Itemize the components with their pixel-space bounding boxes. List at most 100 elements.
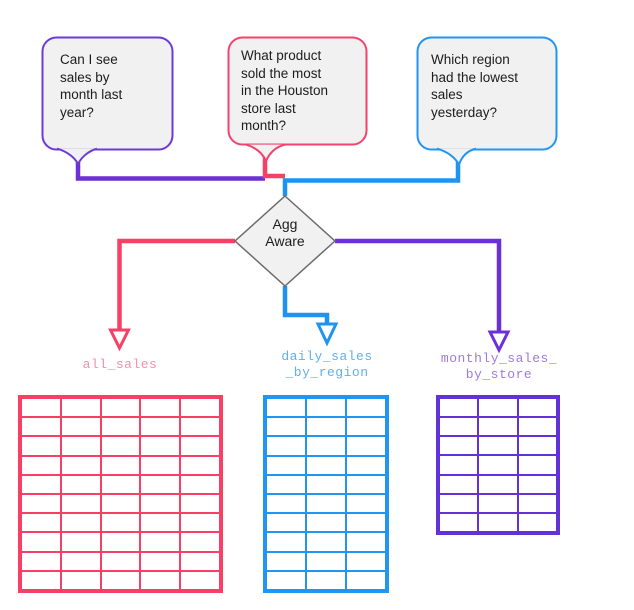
table-cell <box>306 551 346 571</box>
table-label-daily-sales-by-region: daily_sales _by_region <box>281 349 373 380</box>
table-cell <box>21 513 61 533</box>
table-cell <box>60 532 101 552</box>
table-cell <box>346 570 386 590</box>
table-cell <box>478 474 518 494</box>
table-cell <box>306 494 346 514</box>
table-cell <box>478 417 518 437</box>
table-cell <box>439 436 479 456</box>
table-cell <box>266 474 306 494</box>
table-cell <box>140 398 181 418</box>
arrowhead-allsales-icon <box>108 328 131 352</box>
table-cell <box>478 398 518 418</box>
table-cell <box>346 436 386 456</box>
table-cell <box>517 512 557 532</box>
arrowhead-dailysales-icon <box>315 322 339 347</box>
table-cell <box>60 436 101 456</box>
table-cell <box>439 455 479 475</box>
table-cell <box>100 513 141 533</box>
speech-bubble-question2-tail <box>245 143 286 164</box>
table-cell <box>100 494 141 514</box>
table-cell <box>478 455 518 475</box>
connector-question1-line <box>75 160 265 181</box>
table-cell <box>439 474 479 494</box>
table-cell <box>180 570 220 590</box>
table-cell <box>306 436 346 456</box>
table-cell <box>180 455 220 475</box>
table-cell <box>21 398 61 418</box>
table-cell <box>100 474 141 494</box>
table-cell <box>100 436 141 456</box>
table-cell <box>60 494 101 514</box>
table-cell <box>60 551 101 571</box>
table-cell <box>266 455 306 475</box>
table-cell <box>21 455 61 475</box>
table-cell <box>346 455 386 475</box>
speech-bubble-question2 <box>227 36 368 146</box>
table-cell <box>100 398 141 418</box>
table-cell <box>306 474 346 494</box>
table-cell <box>180 532 220 552</box>
table-cell <box>140 532 181 552</box>
arrowhead-monthlysales-icon <box>487 330 511 354</box>
table-cell <box>21 417 61 437</box>
table-cell <box>100 532 141 552</box>
question1-text: Can I see sales by month last year? <box>60 52 123 120</box>
speech-bubble-question3 <box>416 36 558 151</box>
table-cell <box>140 513 181 533</box>
table-cell <box>180 417 220 437</box>
table-cell <box>517 398 557 418</box>
table-cell <box>517 436 557 456</box>
table-cell <box>266 436 306 456</box>
decision-diamond <box>233 194 337 288</box>
table-cell <box>478 493 518 513</box>
table-cell <box>180 513 220 533</box>
speech-bubble-question1-tail <box>56 147 98 167</box>
table-cell <box>346 494 386 514</box>
table-cell <box>346 532 386 552</box>
table-cell <box>517 493 557 513</box>
table-cell <box>140 570 181 590</box>
table-cell <box>100 417 141 437</box>
table-cell <box>306 455 346 475</box>
table-cell <box>140 474 181 494</box>
connector-question3-line <box>282 160 461 196</box>
table-cell <box>60 417 101 437</box>
table-cell <box>306 513 346 533</box>
table-cell <box>346 474 386 494</box>
table-cell <box>140 551 181 571</box>
table-cell <box>346 398 386 418</box>
table-cell <box>21 494 61 514</box>
table-cell <box>60 513 101 533</box>
table-cell <box>266 570 306 590</box>
connector-monthlysales-line <box>335 238 502 331</box>
table-cell <box>439 398 479 418</box>
table-cell <box>21 532 61 552</box>
table-cell <box>346 551 386 571</box>
table-cell <box>517 455 557 475</box>
table-cell <box>180 398 220 418</box>
table-cell <box>180 474 220 494</box>
question2-text: What product sold the most in the Housto… <box>241 48 329 133</box>
table-cell <box>517 417 557 437</box>
table-daily-sales-by-region <box>263 395 389 593</box>
table-cell <box>439 493 479 513</box>
table-cell <box>100 551 141 571</box>
table-label-all-sales: all_sales <box>82 357 158 372</box>
connector-question2-line <box>262 157 285 179</box>
table-cell <box>439 417 479 437</box>
table-cell <box>60 398 101 418</box>
table-cell <box>60 570 101 590</box>
table-cell <box>180 551 220 571</box>
table-cell <box>439 512 479 532</box>
table-cell <box>306 398 346 418</box>
connector-allsales-line <box>117 238 235 329</box>
table-monthly-sales-by-store <box>436 395 560 535</box>
table-all-sales <box>18 395 223 593</box>
table-cell <box>21 570 61 590</box>
table-cell <box>140 455 181 475</box>
table-label-monthly-sales-by-store: monthly_sales_ by_store <box>440 351 558 382</box>
table-cell <box>140 494 181 514</box>
table-cell <box>60 455 101 475</box>
